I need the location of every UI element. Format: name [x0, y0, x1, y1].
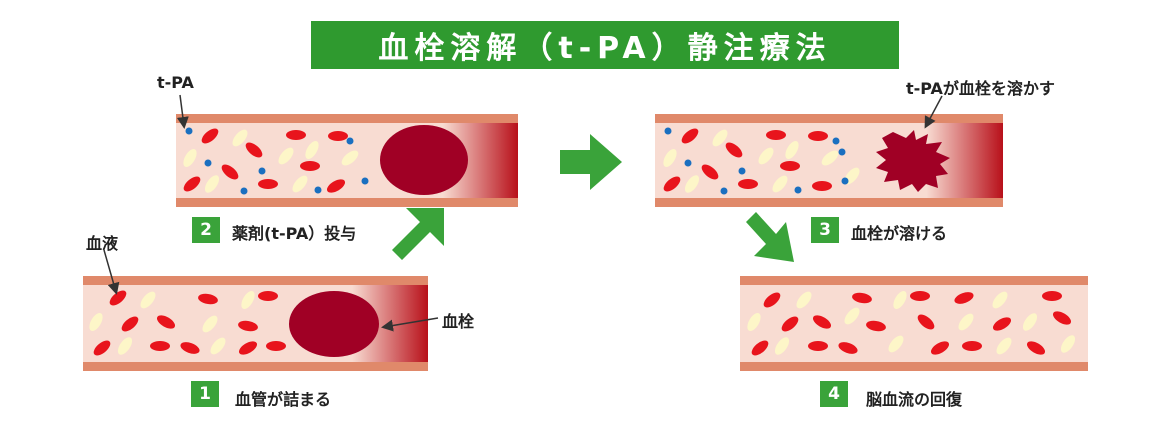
step-1-text: 血管が詰まる — [235, 390, 332, 409]
tpa-dissolves-label: t-PAが血栓を溶かす — [906, 79, 1055, 98]
vessel-step4 — [740, 276, 1088, 371]
pointer-blood — [103, 249, 120, 295]
step-4-text: 脳血流の回復 — [866, 390, 963, 409]
clot — [380, 125, 468, 195]
pointer-tpa-dissolves — [924, 95, 943, 129]
pointers — [103, 94, 943, 332]
step-1-badge: 1 — [191, 381, 219, 407]
clot-label: 血栓 — [442, 312, 475, 331]
arrow-down-right-icon — [746, 212, 794, 262]
step-2-text: 薬剤(t-PA）投与 — [232, 224, 357, 243]
blood-label: 血液 — [86, 234, 119, 253]
dissolving-clot — [876, 130, 950, 192]
pointer-clot — [381, 317, 439, 332]
vessel-step3 — [655, 114, 1003, 207]
tpa-label: t-PA — [157, 73, 194, 92]
flow-arrows — [392, 134, 794, 262]
vessel-step2 — [176, 114, 518, 207]
vessel-step1 — [83, 276, 428, 371]
arrow-right-icon — [560, 134, 622, 190]
step-4-badge: 4 — [820, 381, 848, 407]
cells — [89, 290, 286, 356]
cells — [663, 127, 860, 195]
cells — [747, 290, 1076, 356]
step-3-text: 血栓が溶ける — [851, 224, 948, 243]
page-title: 血栓溶解（t-PA）静注療法 — [311, 21, 899, 69]
step-2-badge: 2 — [192, 217, 220, 243]
step-3-badge: 3 — [811, 217, 839, 243]
clot — [289, 291, 379, 357]
arrow-up-right-icon — [392, 208, 444, 260]
pointer-tpa — [176, 94, 189, 129]
cells — [183, 127, 369, 195]
